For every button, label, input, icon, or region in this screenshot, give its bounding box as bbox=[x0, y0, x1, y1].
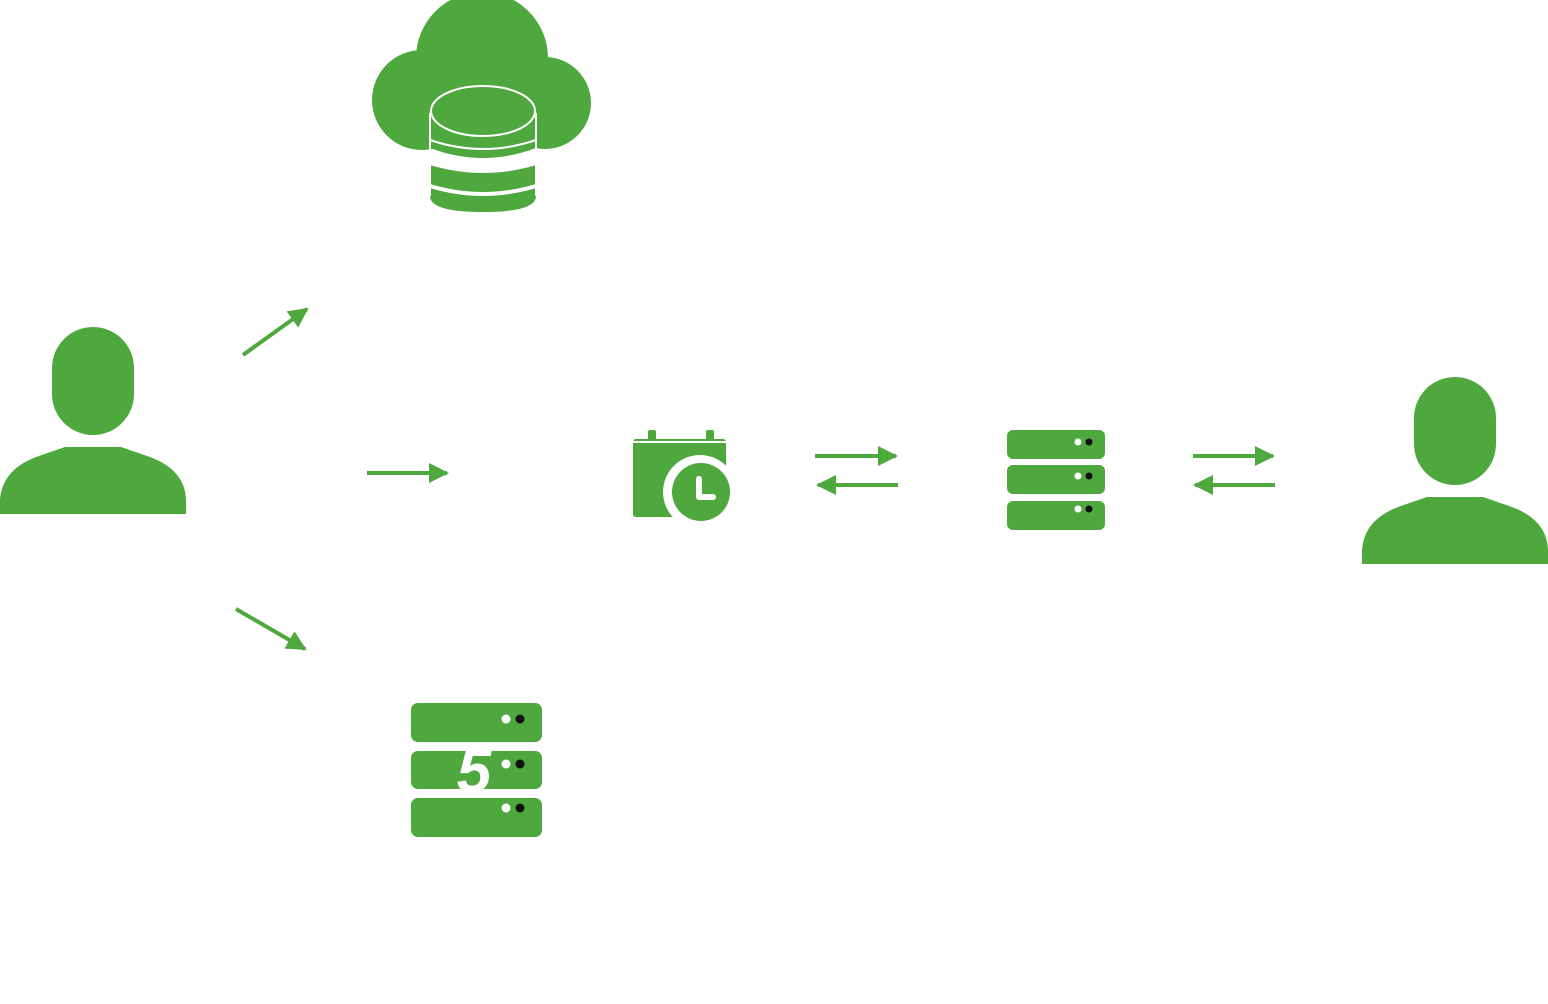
server-rack-icon bbox=[1007, 430, 1105, 530]
html5-server-icon: 5 bbox=[411, 703, 542, 837]
arrow-up-right bbox=[241, 307, 309, 357]
user-left-node bbox=[0, 327, 186, 514]
connector-scheduler-server bbox=[815, 446, 898, 495]
user-right-node bbox=[1362, 377, 1548, 564]
user-icon bbox=[1362, 377, 1548, 564]
cloud-database-icon bbox=[372, 0, 591, 212]
connector-server-user-right bbox=[1193, 446, 1275, 495]
server-node bbox=[1007, 430, 1105, 530]
user-icon bbox=[0, 327, 186, 514]
html5-badge-label: 5 bbox=[457, 737, 493, 806]
scheduler-node bbox=[633, 430, 737, 529]
html5-server-node: 5 bbox=[411, 703, 542, 837]
calendar-clock-icon bbox=[633, 430, 737, 529]
cloud-database-node bbox=[372, 0, 591, 212]
connector-user-to-cloud-database bbox=[241, 307, 309, 357]
connector-user-to-html5-server bbox=[234, 607, 307, 651]
arrow-down-right bbox=[234, 607, 307, 651]
